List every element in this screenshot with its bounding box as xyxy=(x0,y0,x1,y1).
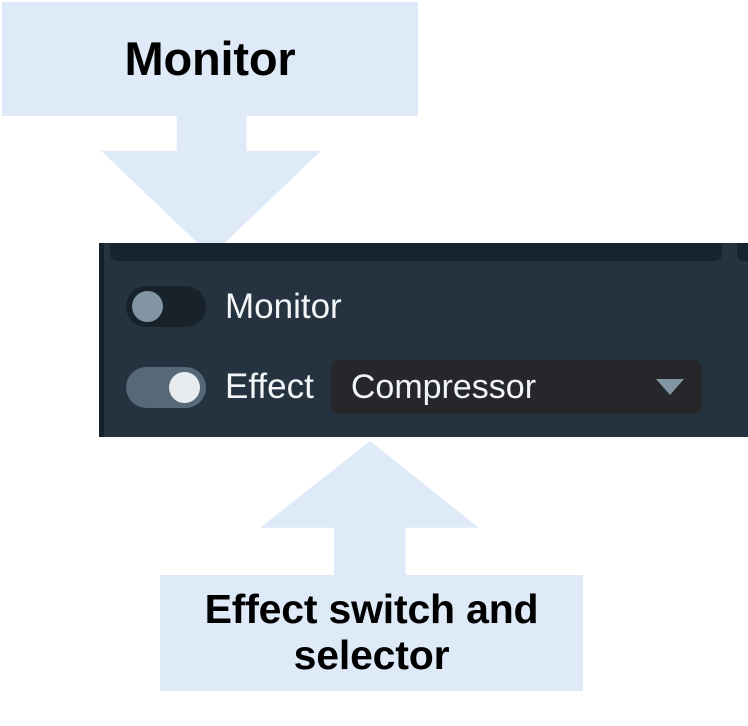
up-arrow-icon xyxy=(260,441,479,581)
effect-select[interactable]: Compressor xyxy=(330,360,702,414)
monitor-toggle-knob xyxy=(132,291,163,322)
effect-toggle[interactable] xyxy=(126,366,206,408)
chevron-down-icon xyxy=(655,379,684,395)
effect-toggle-knob xyxy=(169,371,200,403)
audio-settings-panel: Monitor Effect Compressor xyxy=(99,243,748,437)
clipped-row-above[interactable] xyxy=(110,243,722,261)
effect-row: Effect Compressor xyxy=(126,360,702,414)
monitor-label: Monitor xyxy=(225,286,342,326)
panel-left-edge xyxy=(99,243,104,437)
annotation-callout-monitor: Monitor xyxy=(2,2,418,116)
effect-label: Effect xyxy=(225,367,314,406)
monitor-toggle[interactable] xyxy=(126,286,206,327)
clipped-row-above-secondary[interactable] xyxy=(737,243,748,261)
down-arrow-icon xyxy=(101,114,321,256)
monitor-row: Monitor xyxy=(126,286,342,327)
effect-select-value: Compressor xyxy=(350,367,537,406)
annotation-callout-effect: Effect switch and selector xyxy=(160,575,583,691)
